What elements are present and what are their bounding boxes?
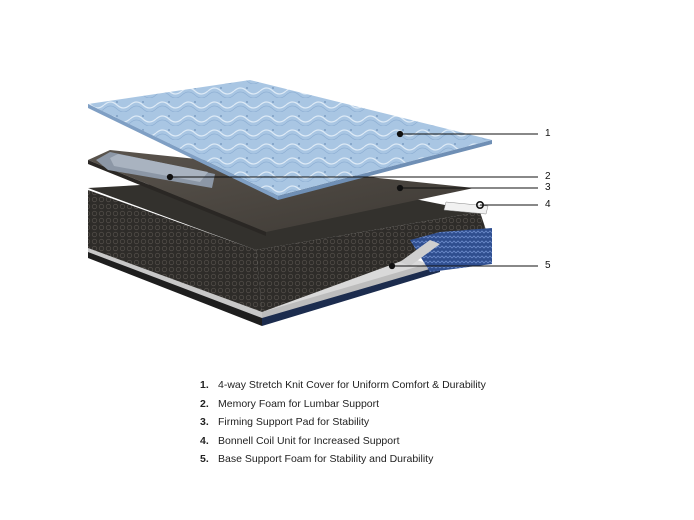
callout-number-1: 1 <box>545 128 551 139</box>
legend-text: Firming Support Pad for Stability <box>218 416 370 429</box>
memory-foam-lumbar-insert <box>96 152 215 188</box>
legend-number: 3. <box>200 416 209 429</box>
legend-item: 3. Firming Support Pad for Stability <box>200 413 486 432</box>
legend-text: Bonnell Coil Unit for Increased Support <box>218 434 400 447</box>
callout-number-2: 2 <box>545 171 551 182</box>
layer-legend: 1. 4-way Stretch Knit Cover for Uniform … <box>200 376 486 469</box>
callout-leader-lines <box>166 130 538 270</box>
legend-text: 4-way Stretch Knit Cover for Uniform Com… <box>218 379 486 392</box>
mattress-layers-illustration <box>88 80 538 326</box>
callout-number-3: 3 <box>545 182 551 193</box>
callout-number-5: 5 <box>545 260 551 271</box>
legend-number: 4. <box>200 434 209 447</box>
stretch-knit-cover-layer <box>88 80 492 200</box>
callout-number-4: 4 <box>545 199 551 210</box>
legend-text: Memory Foam for Lumbar Support <box>218 397 380 410</box>
legend-item: 1. 4-way Stretch Knit Cover for Uniform … <box>200 376 486 395</box>
legend-item: 2. Memory Foam for Lumbar Support <box>200 395 486 414</box>
legend-number: 1. <box>200 379 209 392</box>
legend-item: 5. Base Support Foam for Stability and D… <box>200 450 486 469</box>
legend-number: 5. <box>200 453 209 466</box>
legend-text: Base Support Foam for Stability and Dura… <box>218 453 434 466</box>
legend-number: 2. <box>200 397 209 410</box>
legend-item: 4. Bonnell Coil Unit for Increased Suppo… <box>200 432 486 451</box>
